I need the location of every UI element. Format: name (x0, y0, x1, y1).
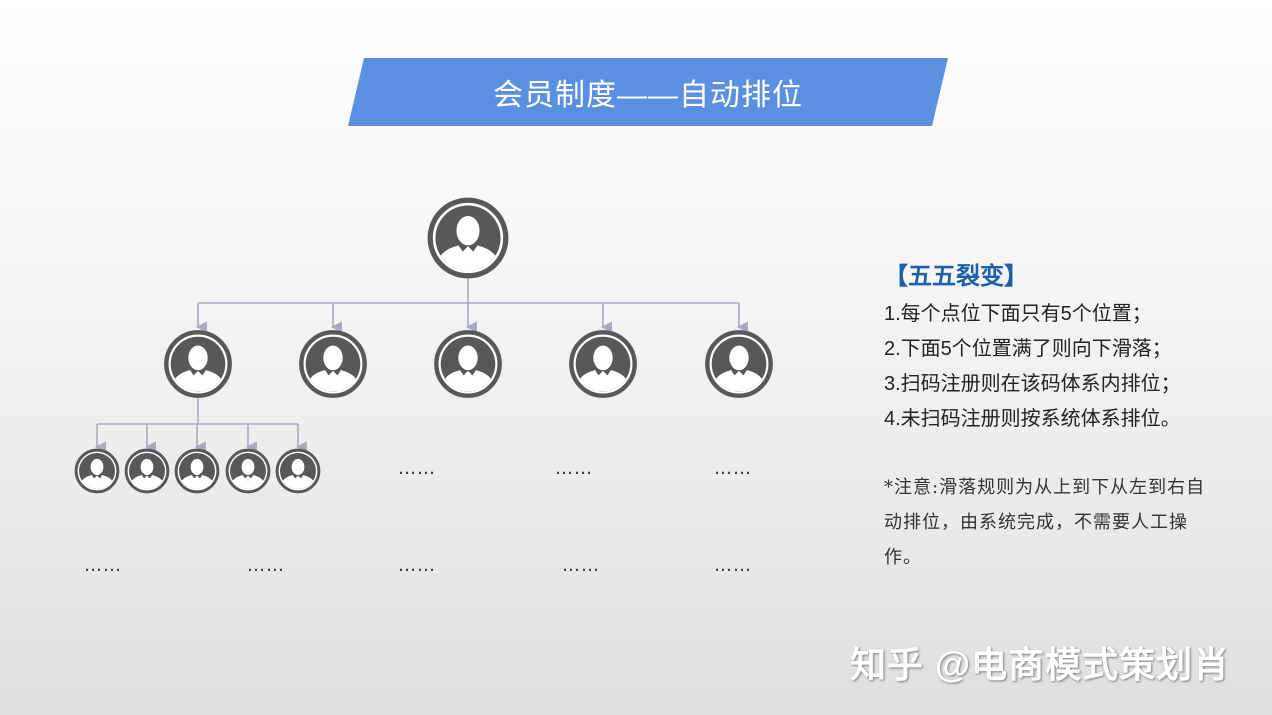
level4-ellipsis: …… (247, 555, 285, 576)
level3-ellipsis: …… (398, 458, 436, 479)
level2-member-person-icon (301, 332, 364, 395)
level3-member-person-icon (176, 450, 218, 492)
rule-item: 1.每个点位下面只有5个位置； (884, 303, 1152, 325)
level3-member-person-icon (76, 450, 118, 492)
level4-ellipsis: …… (398, 555, 436, 576)
member-nodes (76, 200, 771, 492)
level3-member-person-icon (277, 450, 319, 492)
root-member-person-icon (430, 200, 506, 276)
connector-lines (94, 276, 748, 453)
rule-item: 3.扫码注册则在该码体系内排位； (884, 373, 1181, 395)
level2-member-person-icon (707, 332, 770, 395)
rule-item: 2.下面5个位置满了则向下滑落； (884, 338, 1172, 360)
note-text: *注意:滑落规则为从上到下从左到右自动排位，由系统完成，不需要人工操作。 (884, 477, 1206, 568)
page-title: 会员制度——自动排位 (493, 79, 803, 112)
level2-member-person-icon (166, 332, 229, 395)
level3-member-person-icon (126, 450, 168, 492)
watermark: 知乎 @电商模式策划肖 (850, 644, 1231, 685)
level2-member-person-icon (436, 332, 499, 395)
level3-ellipsis: …… (714, 458, 752, 479)
level4-ellipsis: …… (714, 555, 752, 576)
level3-ellipsis: …… (555, 458, 593, 479)
level3-member-person-icon (227, 450, 269, 492)
level2-member-person-icon (571, 332, 634, 395)
rule-item: 4.未扫码注册则按系统体系排位。 (884, 408, 1181, 430)
level4-ellipsis: …… (84, 555, 122, 576)
rules-title: 【五五裂变】 (884, 263, 1028, 290)
title-banner (348, 58, 948, 126)
level4-ellipsis: …… (562, 555, 600, 576)
rules-panel: 【五五裂变】 1.每个点位下面只有5个位置； 2.下面5个位置满了则向下滑落； … (884, 256, 1244, 437)
